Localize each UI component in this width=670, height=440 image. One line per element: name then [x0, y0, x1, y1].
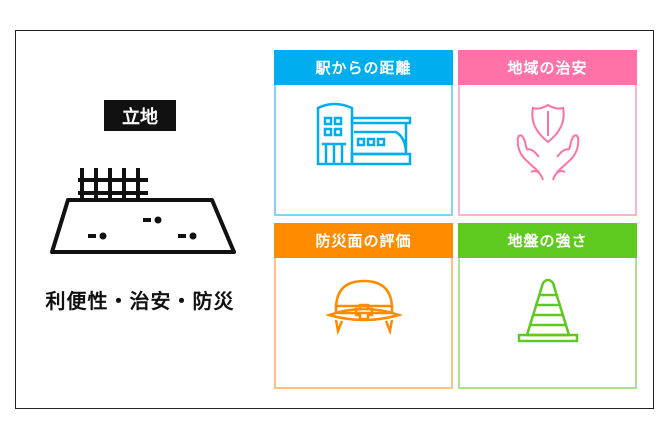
card-ground-strength: 地盤の強さ: [458, 223, 637, 389]
card-title: 地域の治安: [458, 50, 637, 85]
card-disaster-prevention: 防災面の評価: [274, 223, 453, 389]
card-title: 駅からの距離: [274, 50, 453, 85]
location-caption: 利便性・治安・防災: [45, 289, 235, 313]
card-title: 防災面の評価: [274, 223, 453, 258]
land-plot-icon: [50, 168, 236, 254]
train-station-icon: [316, 102, 411, 166]
card-station-distance: 駅からの距離: [274, 50, 453, 216]
card-title: 地盤の強さ: [458, 223, 637, 258]
traffic-cone-icon: [517, 278, 578, 343]
card-area-safety: 地域の治安: [458, 50, 637, 216]
helmet-icon: [325, 279, 402, 335]
shield-hands-icon: [516, 103, 579, 181]
location-tag: 立地: [104, 100, 176, 131]
content-frame: [15, 30, 654, 409]
